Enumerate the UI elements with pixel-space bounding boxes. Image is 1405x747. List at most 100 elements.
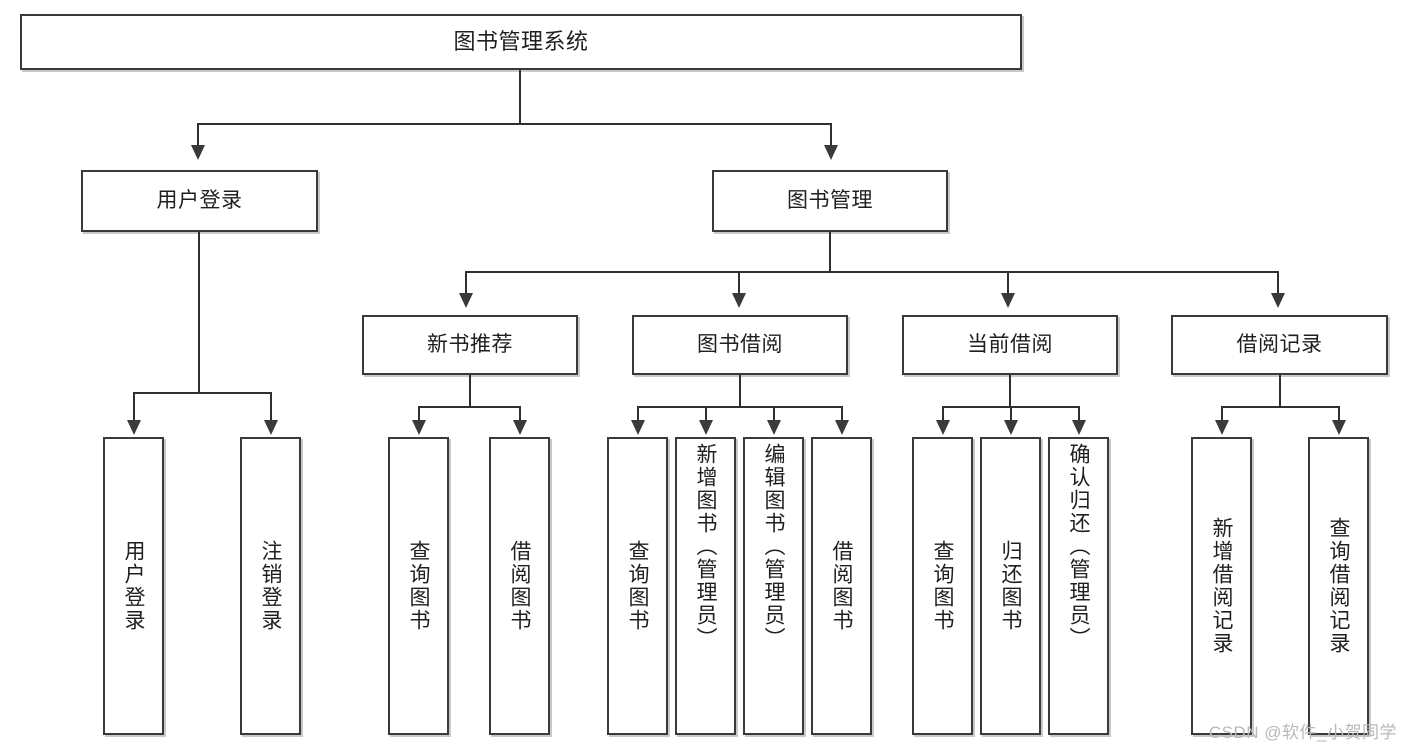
connector-user-login-leaf-2 [270,392,272,420]
leaf-new-book-query[interactable]: 查询图书 [388,437,449,735]
arrow-borrow-record-leaf-2 [1332,420,1346,435]
connector-new-book-bus [418,406,520,408]
arrow-to-book-borrow [732,293,746,308]
arrow-to-current-borrow [1001,293,1015,308]
leaf-text-wrap: 查询图书 [609,439,666,733]
connector-to-user-login [197,123,199,145]
node-book-management[interactable]: 图书管理 [712,170,948,232]
arrow-current-borrow-leaf-2 [1004,420,1018,435]
connector-user-login-leaf-1 [133,392,135,420]
leaf-borrow-record-add[interactable]: 新增借阅记录 [1191,437,1252,735]
connector-borrow-record-leaf-2 [1338,406,1340,420]
node-label: 图书管理系统 [453,29,589,55]
connector-user-login-bus [133,392,271,394]
connector-to-book-mgmt [830,123,832,145]
node-label: 用户登录 [122,540,145,632]
connector-borrow-record-leaf-1 [1221,406,1223,420]
node-label: 确认归还（管理员） [1067,443,1090,650]
node-label: 注销登录 [259,540,282,632]
connector-book-borrow-leaf-3 [773,406,775,420]
connector-root-stem [519,70,521,123]
leaf-borrow-record-query[interactable]: 查询借阅记录 [1308,437,1369,735]
leaf-text-wrap: 编辑图书（管理员） [745,439,802,737]
connector-new-book-leaf-2 [519,406,521,420]
node-root-system[interactable]: 图书管理系统 [20,14,1022,70]
arrow-borrow-record-leaf-1 [1215,420,1229,435]
leaf-text-wrap: 归还图书 [982,439,1039,733]
node-label: 图书借阅 [697,332,783,356]
arrow-to-user-login [191,145,205,160]
leaf-user-login-logout[interactable]: 注销登录 [240,437,301,735]
node-current-borrow[interactable]: 当前借阅 [902,315,1118,375]
connector-book-borrow-stem [739,375,741,406]
node-label: 查询借阅记录 [1327,517,1350,655]
connector-book-borrow-leaf-1 [637,406,639,420]
leaf-book-borrow-query[interactable]: 查询图书 [607,437,668,735]
arrow-user-login-leaf-1 [127,420,141,435]
leaf-text-wrap: 查询图书 [914,439,971,733]
arrow-book-borrow-leaf-2 [699,420,713,435]
connector-book-borrow-leaf-4 [841,406,843,420]
node-label: 查询图书 [626,540,649,632]
leaf-current-borrow-return[interactable]: 归还图书 [980,437,1041,735]
connector-book-borrow-leaf-2 [705,406,707,420]
leaf-book-borrow-edit[interactable]: 编辑图书（管理员） [743,437,804,735]
node-label: 查询图书 [931,540,954,632]
arrow-new-book-leaf-2 [513,420,527,435]
arrow-to-book-mgmt [824,145,838,160]
connector-level2-bus [197,123,831,125]
leaf-book-borrow-borrow[interactable]: 借阅图书 [811,437,872,735]
node-label: 归还图书 [999,540,1022,632]
node-label: 新书推荐 [427,332,513,356]
connector-current-borrow-leaf-2 [1010,406,1012,420]
node-label: 借阅记录 [1236,332,1323,356]
arrow-new-book-leaf-1 [412,420,426,435]
node-book-borrow[interactable]: 图书借阅 [632,315,848,375]
leaf-text-wrap: 借阅图书 [491,439,548,733]
arrow-book-borrow-leaf-1 [631,420,645,435]
node-label: 新增图书（管理员） [694,443,717,650]
leaf-text-wrap: 用户登录 [105,439,162,733]
node-label: 图书管理 [787,188,873,212]
leaf-text-wrap: 注销登录 [242,439,299,733]
arrow-current-borrow-leaf-3 [1072,420,1086,435]
leaf-text-wrap: 新增图书（管理员） [677,439,734,737]
node-new-book-recommend[interactable]: 新书推荐 [362,315,578,375]
connector-level3-bus [465,271,1279,273]
arrow-user-login-leaf-2 [264,420,278,435]
leaf-text-wrap: 查询借阅记录 [1310,439,1367,733]
leaf-book-borrow-add[interactable]: 新增图书（管理员） [675,437,736,735]
leaf-text-wrap: 借阅图书 [813,439,870,733]
leaf-current-borrow-query[interactable]: 查询图书 [912,437,973,735]
connector-to-borrow-record [1277,271,1279,293]
connector-borrow-record-bus [1221,406,1339,408]
connector-to-current-borrow [1007,271,1009,293]
connector-book-borrow-bus [637,406,842,408]
leaf-text-wrap: 新增借阅记录 [1193,439,1250,733]
leaf-user-login-login[interactable]: 用户登录 [103,437,164,735]
node-label: 用户登录 [156,188,243,212]
node-label: 新增借阅记录 [1210,517,1233,655]
leaf-text-wrap: 查询图书 [390,439,447,733]
arrow-current-borrow-leaf-1 [936,420,950,435]
node-label: 借阅图书 [508,540,531,632]
leaf-current-borrow-confirm[interactable]: 确认归还（管理员） [1048,437,1109,735]
arrow-to-borrow-record [1271,293,1285,308]
node-label: 查询图书 [407,540,430,632]
connector-current-borrow-stem [1009,375,1011,406]
connector-to-new-book [465,271,467,293]
node-borrow-record[interactable]: 借阅记录 [1171,315,1388,375]
connector-current-borrow-leaf-1 [942,406,944,420]
node-label: 借阅图书 [830,540,853,632]
connector-book-mgmt-stem [829,232,831,271]
connector-new-book-stem [469,375,471,406]
connector-new-book-leaf-1 [418,406,420,420]
node-user-login[interactable]: 用户登录 [81,170,318,232]
node-label: 当前借阅 [967,332,1053,356]
connector-to-book-borrow [738,271,740,293]
leaf-new-book-borrow[interactable]: 借阅图书 [489,437,550,735]
arrow-book-borrow-leaf-3 [767,420,781,435]
arrow-book-borrow-leaf-4 [835,420,849,435]
leaf-text-wrap: 确认归还（管理员） [1050,439,1107,737]
